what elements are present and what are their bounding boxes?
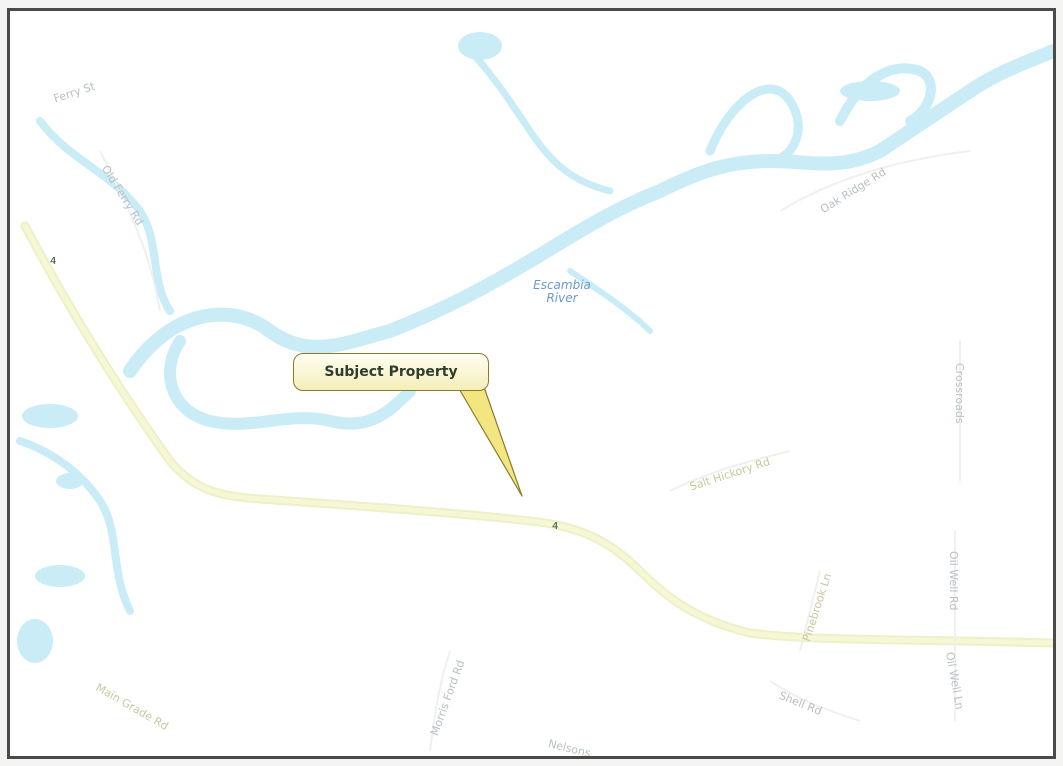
route-number-west: 4 <box>50 256 57 267</box>
map-frame[interactable]: Ferry St Old Ferry Rd Oak Ridge Rd Salt … <box>7 8 1056 759</box>
pond-4 <box>458 32 502 60</box>
river-south-branch <box>567 268 653 334</box>
river-tributary-left <box>36 117 174 315</box>
shell-road <box>769 680 861 722</box>
map-base-layer <box>16 32 1053 752</box>
escambia-river-channel <box>123 44 1053 378</box>
pinebrook-lane <box>799 570 821 652</box>
old-ferry-road <box>99 150 161 312</box>
route-number-center: 4 <box>552 521 559 532</box>
water-bodies <box>17 32 900 663</box>
pond-6 <box>56 473 84 489</box>
pond-5 <box>840 81 900 101</box>
escambia-river-label-line2: River <box>546 291 578 305</box>
pond-1 <box>22 404 78 428</box>
river-oxbow-north <box>705 84 803 166</box>
river-upper-branch <box>466 47 614 195</box>
callout-pointer <box>457 386 523 497</box>
water-features <box>16 44 1053 615</box>
pond-2 <box>35 565 85 587</box>
callout-pointer-layer <box>457 386 523 497</box>
subject-property-label: Subject Property <box>324 364 458 380</box>
pond-3 <box>17 619 53 663</box>
river-tributary-sw <box>16 437 134 615</box>
escambia-river-label-line1: Escambia <box>533 278 591 292</box>
morris-ford-road <box>429 650 451 752</box>
escambia-river-label: Escambia River <box>526 279 598 305</box>
minor-roads <box>99 150 971 752</box>
oak-ridge-road <box>779 150 971 212</box>
salt-hickory-road <box>669 450 791 492</box>
highway-4 <box>20 221 1053 648</box>
river-bend-west <box>164 335 416 430</box>
subject-property-callout[interactable]: Subject Property <box>293 353 489 391</box>
highway-4-fill <box>22 223 1053 646</box>
